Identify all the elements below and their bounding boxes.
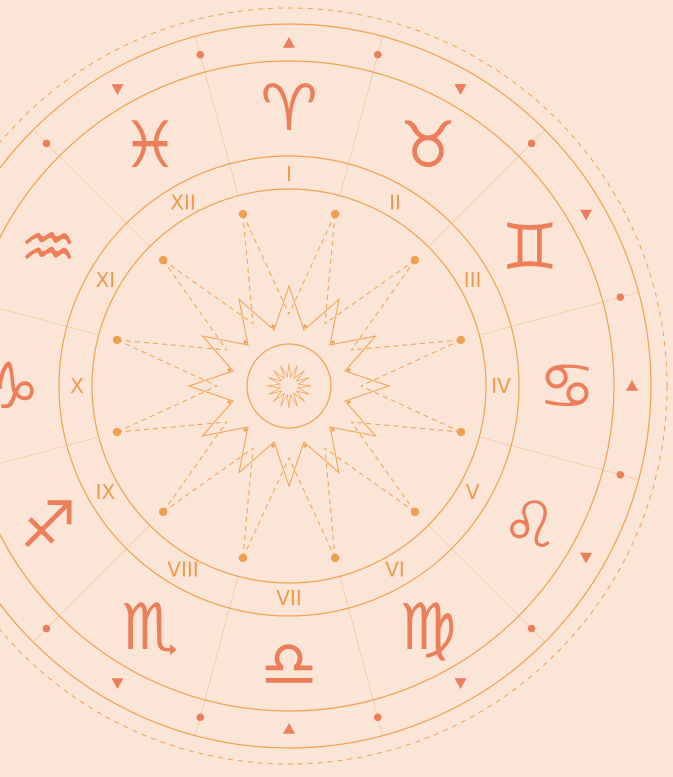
house-numeral: VII <box>276 586 301 610</box>
house-numeral: VI <box>385 558 405 582</box>
taurus-icon: ♉ <box>399 109 456 183</box>
construction-line <box>243 458 289 558</box>
outer-dot <box>196 51 204 59</box>
house-spoke <box>340 36 383 195</box>
construction-line <box>325 448 415 512</box>
house-dot <box>457 428 465 436</box>
leo-icon: ♌ <box>501 489 558 563</box>
construction-line <box>289 458 335 558</box>
jupiter-icon <box>283 723 295 734</box>
construction-line <box>117 386 217 432</box>
construction-line <box>117 340 217 386</box>
sunburst-icon <box>267 364 311 408</box>
center-dot <box>303 325 306 328</box>
house-spoke <box>195 36 238 195</box>
house-spoke <box>479 437 638 480</box>
outer-dot <box>43 625 51 633</box>
house-dot <box>113 336 121 344</box>
center-dot <box>331 341 334 344</box>
star-outline <box>189 286 389 486</box>
center-dot <box>271 444 274 447</box>
center-dot <box>228 368 231 371</box>
outer-dot <box>617 471 625 479</box>
house-numeral: III <box>464 268 482 292</box>
center-dot <box>347 400 350 403</box>
libra-icon: ♎ <box>260 628 317 702</box>
construction-line <box>351 260 415 350</box>
house-dot <box>239 210 247 218</box>
house-spoke <box>0 292 99 335</box>
construction-line <box>351 422 415 512</box>
aries-icon: ♈ <box>260 72 317 146</box>
center-dot <box>347 368 350 371</box>
house-spoke <box>340 576 383 735</box>
cancer-icon: ♋ <box>538 350 595 424</box>
central-star <box>113 210 465 562</box>
house-dot <box>411 256 419 264</box>
construction-line <box>163 422 227 512</box>
earth-icon <box>455 84 467 95</box>
outer-dot <box>374 714 382 722</box>
saturn-icon <box>112 678 124 689</box>
house-numeral: V <box>466 480 480 504</box>
house-numeral: II <box>389 190 401 214</box>
house-dot <box>411 508 419 516</box>
sagittarius-icon: ♐ <box>20 489 77 563</box>
construction-line <box>289 214 335 314</box>
house-numeral: I <box>286 162 292 186</box>
sun-icon <box>580 553 592 564</box>
moon-icon <box>455 678 467 689</box>
center-ring <box>247 344 331 428</box>
house-dot <box>331 554 339 562</box>
house-ring <box>92 189 486 583</box>
house-numeral: VIII <box>167 558 198 582</box>
mars-icon <box>283 37 295 48</box>
center-dot <box>244 341 247 344</box>
construction-line <box>163 448 253 512</box>
construction-line <box>163 260 253 324</box>
node-icon <box>112 84 124 95</box>
house-numeral: XII <box>170 190 196 214</box>
construction-line <box>361 386 461 432</box>
house-dot <box>457 336 465 344</box>
center-dot <box>271 325 274 328</box>
outer-dot <box>196 714 204 722</box>
aquarius-icon: ♒ <box>20 211 77 285</box>
mercury-icon <box>626 380 638 391</box>
center-dot <box>228 400 231 403</box>
outer-dot <box>374 51 382 59</box>
pisces-icon: ♓ <box>121 109 178 183</box>
house-dot <box>239 554 247 562</box>
construction-line <box>243 214 289 314</box>
capricorn-icon: ♑ <box>0 350 40 424</box>
center-dot <box>331 428 334 431</box>
outer-dot <box>617 293 625 301</box>
house-dot <box>159 256 167 264</box>
virgo-icon: ♍ <box>399 591 456 665</box>
construction-line <box>361 340 461 386</box>
outer-dot <box>43 140 51 148</box>
construction-line <box>325 260 415 324</box>
center-dot <box>303 444 306 447</box>
house-dot <box>159 508 167 516</box>
scorpio-icon: ♏ <box>121 591 178 665</box>
house-dot <box>331 210 339 218</box>
house-spoke <box>0 437 99 480</box>
outer-dot <box>528 140 536 148</box>
house-spoke <box>195 576 238 735</box>
center-dot <box>244 428 247 431</box>
gemini-icon: ♊ <box>501 211 558 285</box>
house-numeral: IX <box>96 480 116 504</box>
house-numeral: XI <box>96 268 116 292</box>
house-spoke <box>479 292 638 335</box>
construction-line <box>163 260 227 350</box>
house-numeral: IV <box>491 374 511 398</box>
house-dot <box>113 428 121 436</box>
outer-dot <box>528 625 536 633</box>
venus-icon <box>580 210 592 221</box>
house-numeral: X <box>70 374 84 398</box>
